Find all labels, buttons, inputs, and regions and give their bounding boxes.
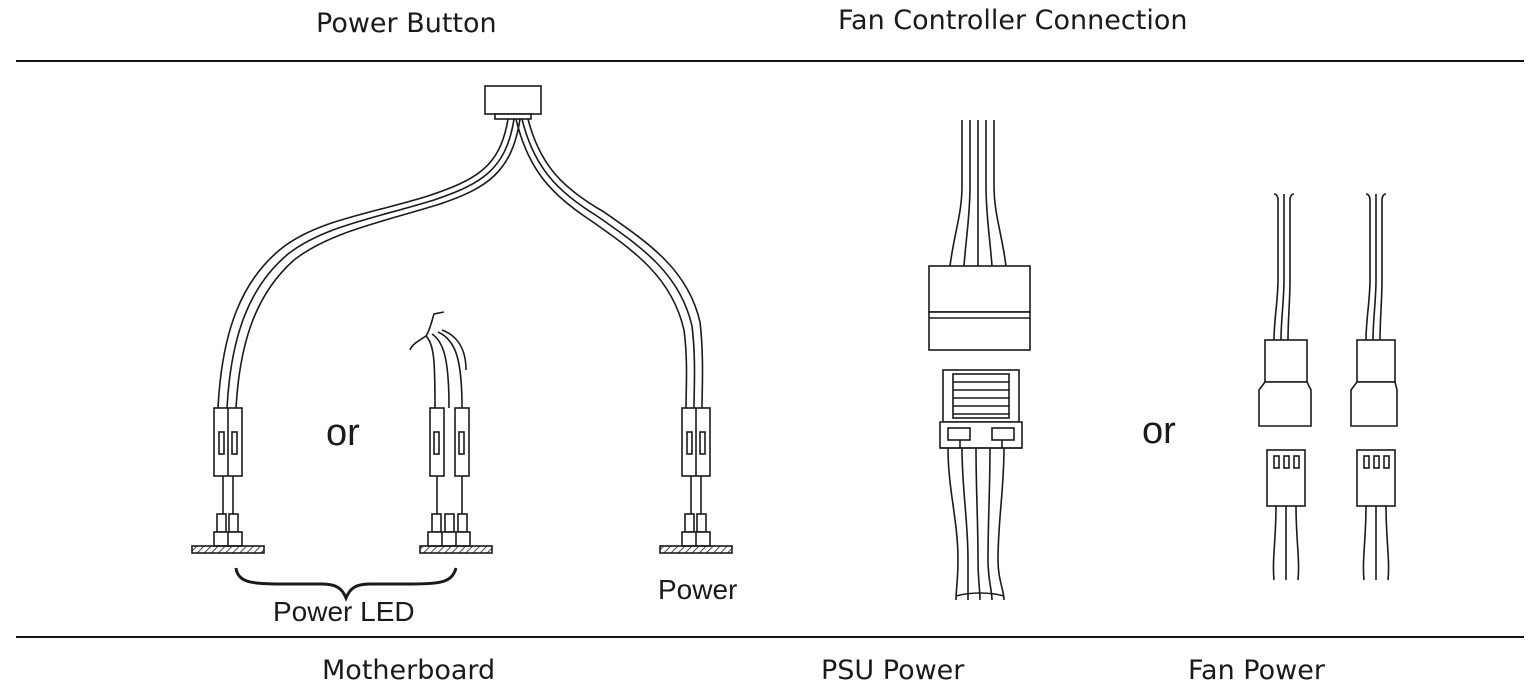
or-label-fan: or: [1142, 410, 1176, 452]
power-led-label: Power LED: [273, 596, 415, 627]
or-label-power-led: or: [326, 412, 360, 454]
header-power-button: Power Button: [316, 8, 497, 39]
footer-psu-power: PSU Power: [821, 655, 965, 686]
footer-fan-power: Fan Power: [1188, 655, 1325, 686]
footer-motherboard: Motherboard: [322, 655, 496, 686]
fan-3pin-connector-left: [1258, 193, 1312, 581]
psu-molex-connector: [928, 120, 1031, 601]
power-label: Power: [658, 574, 738, 605]
power-switch-2pin-plug: [659, 407, 733, 554]
fan-3pin-connector-right: [1350, 193, 1398, 581]
power-led-brace: [234, 567, 458, 603]
power-button-cable: [217, 85, 704, 409]
power-led-3pin-plug: [409, 311, 493, 554]
power-led-2pin-plug: [191, 407, 265, 554]
top-divider: [16, 60, 1524, 62]
power-button-connector: [484, 85, 542, 115]
header-fan-controller-connection: Fan Controller Connection: [838, 5, 1188, 36]
bottom-divider: [16, 636, 1524, 638]
